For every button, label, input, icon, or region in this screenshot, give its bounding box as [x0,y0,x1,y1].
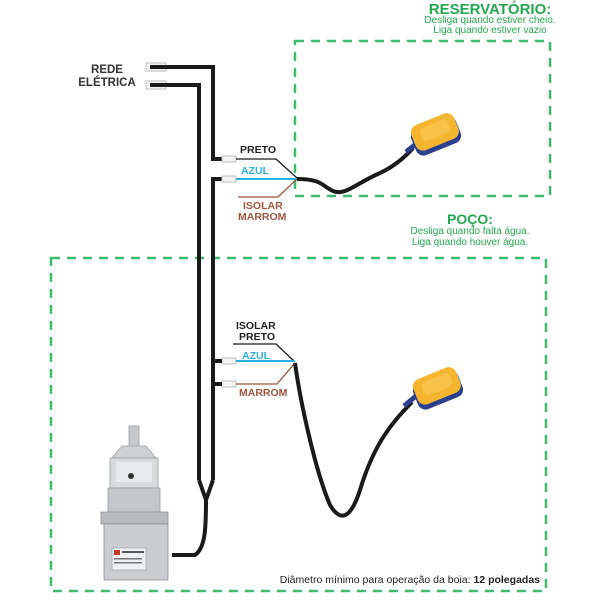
footnote-emphasis: 12 polegadas [473,574,540,586]
power-source-label-line2: ELÉTRICA [78,77,136,89]
splice-sleeve [221,380,237,388]
splice-sleeve [221,175,237,183]
well-wire-brown-label: MARROM [239,387,288,399]
well-float-cable [293,362,414,518]
reservoir-description-2: Liga quando estiver vazio [433,25,547,36]
well-brown-lead [236,362,296,385]
well-zone-border [49,256,548,593]
power-wire-2 [150,83,201,480]
power-source-label: REDE ELÉTRICA [72,64,142,90]
pump-cable [172,499,208,557]
reservoir-black-lead [236,158,298,179]
reservoir-zone-border [293,39,552,198]
well-description-1: Desliga quando falta água. [410,226,530,237]
reservoir-wire-brown-label-1: ISOLAR [243,200,283,212]
reservoir-description-1: Desliga quando estiver cheio. [424,15,556,26]
power-wire-1 [150,65,222,161]
footnote-text: Diâmetro mínimo para operação da boia: [279,574,474,586]
submersible-pump [100,425,169,581]
cable-junction [197,479,215,507]
reservoir-wire-black-label: PRETO [240,144,276,156]
well-wire-black-label-2: PRETO [239,331,275,343]
well-wire-blue-label: AZUL [242,350,270,362]
well-wire-black-label-1: ISOLAR [236,320,276,332]
well-float-switch [402,367,464,410]
reservoir-wire-brown-label-2: MARROM [238,211,287,223]
well-title: POÇO: [447,211,493,227]
well-black-lead [233,343,296,363]
reservoir-title: RESERVATÓRIO: [428,1,552,18]
footnote: Diâmetro mínimo para operação da boia: 1… [280,574,540,586]
power-source-label-line1: REDE [91,64,123,76]
reservoir-brown-lead [238,178,298,198]
reservoir-float-switch [404,113,462,156]
power-wire-3 [211,177,222,480]
reservoir-wire-blue-label: AZUL [241,165,269,177]
well-description-2: Liga quando houver água. [411,237,529,248]
reservoir-float-cable [296,146,415,195]
splice-sleeve [221,155,237,163]
splice-sleeve [221,357,237,365]
